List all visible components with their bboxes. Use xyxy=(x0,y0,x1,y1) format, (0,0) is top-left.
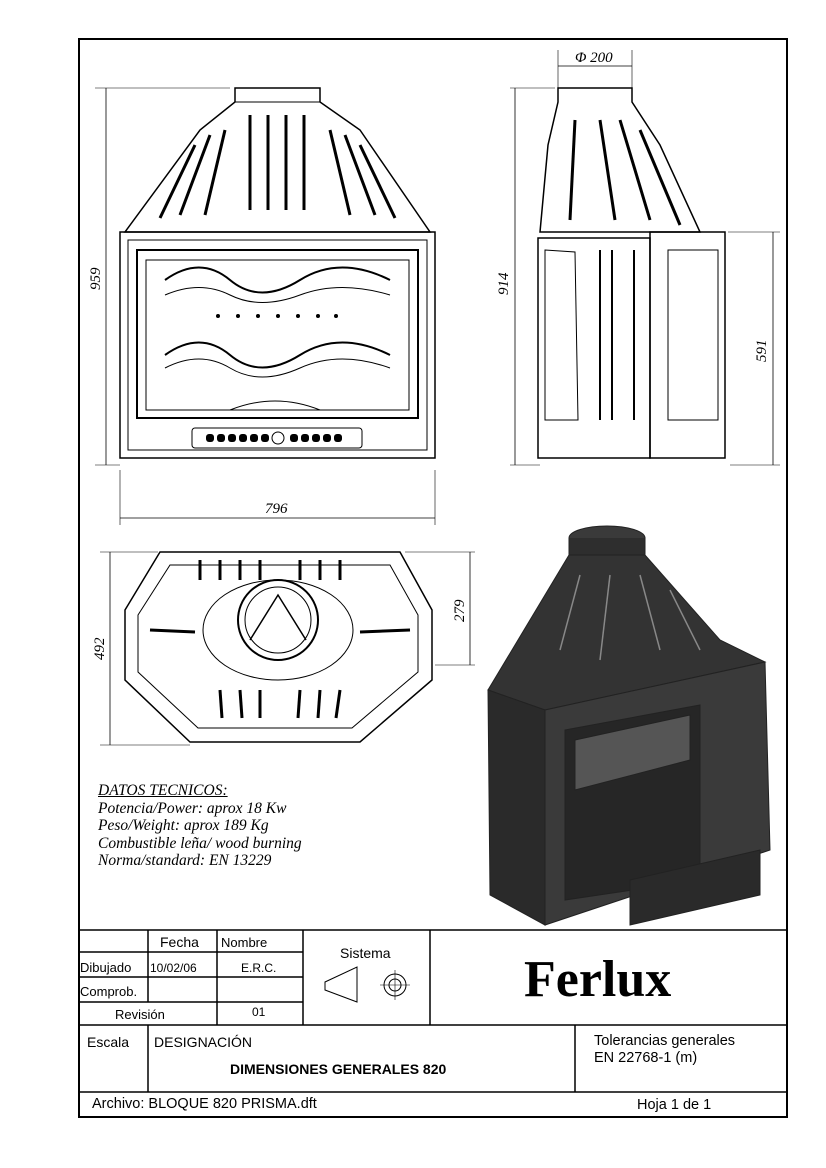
comprob-label: Comprob. xyxy=(80,984,138,999)
projection-system-icon xyxy=(324,966,410,1003)
dim-top-partial-depth: 279 xyxy=(452,599,468,622)
sistema-label: Sistema xyxy=(340,945,391,961)
nombre-label: Nombre xyxy=(221,935,268,950)
tolerancias-line1: Tolerancias generales xyxy=(594,1033,736,1049)
dibujado-name: E.R.C. xyxy=(241,961,277,975)
brand-logo: Ferlux xyxy=(524,951,672,1008)
front-view xyxy=(95,87,436,525)
archivo: Archivo: BLOQUE 820 PRISMA.dft xyxy=(92,1096,317,1112)
designacion-value: DIMENSIONES GENERALES 820 xyxy=(230,1061,447,1077)
fecha-label: Fecha xyxy=(160,934,199,950)
hoja: Hoja 1 de 1 xyxy=(637,1097,712,1113)
technical-data-line: Combustible leña/ wood burning xyxy=(98,834,302,852)
technical-data-heading: DATOS TECNICOS: xyxy=(98,782,228,799)
dim-side-height: 914 xyxy=(496,272,512,295)
top-view xyxy=(100,551,475,746)
dim-flue-diameter: Φ 200 xyxy=(575,50,613,66)
technical-data-line: Potencia/Power: aprox 18 Kw xyxy=(98,799,287,817)
sheet-border xyxy=(78,38,788,1118)
designacion-label: DESIGNACIÓN xyxy=(154,1034,253,1050)
title-block-grid xyxy=(78,929,788,1093)
technical-data-line: Peso/Weight: aprox 189 Kg xyxy=(98,817,269,834)
dim-side-door-height: 591 xyxy=(754,340,770,363)
dim-front-height: 959 xyxy=(88,267,104,290)
side-view xyxy=(510,50,780,466)
stove-3d-render xyxy=(487,525,771,926)
technical-data: DATOS TECNICOS: Potencia/Power: aprox 18… xyxy=(98,782,302,870)
escala-label: Escala xyxy=(87,1034,130,1050)
tolerancias-line2: EN 22768-1 (m) xyxy=(594,1050,698,1066)
dibujado-date: 10/02/06 xyxy=(150,961,197,975)
dibujado-label: Dibujado xyxy=(80,960,132,975)
dim-top-depth: 492 xyxy=(92,637,108,660)
technical-data-line: Norma/standard: EN 13229 xyxy=(98,852,272,869)
revision-value: 01 xyxy=(252,1005,266,1019)
revision-label: Revisión xyxy=(115,1007,165,1022)
dim-front-width: 796 xyxy=(265,501,288,517)
